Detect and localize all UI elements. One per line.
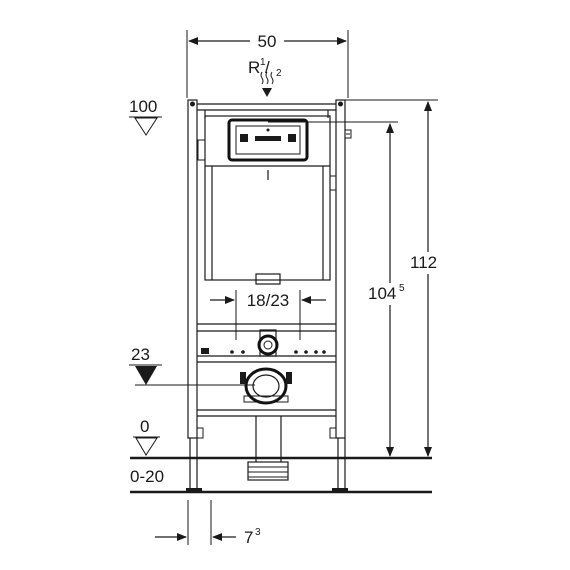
span-dimension: 18/23	[210, 290, 326, 340]
level-100-label: 100	[129, 97, 157, 116]
drain-pipe	[247, 416, 289, 481]
drain-connection	[240, 367, 292, 405]
thread-sup: 1	[260, 57, 266, 68]
mounting-rail	[197, 323, 336, 363]
thread-slash: /	[265, 58, 270, 77]
range-label: 0-20	[130, 467, 164, 486]
level-23-marker: 23	[129, 345, 255, 386]
height-104-sup: 5	[399, 283, 405, 294]
width-dimension: 50	[186, 30, 349, 98]
level-0-label: 0	[140, 417, 149, 436]
height-104-label: 104	[368, 284, 396, 303]
water-inlet-icon	[260, 71, 274, 97]
thread-main: R	[248, 58, 260, 77]
level-23-label: 23	[131, 345, 150, 364]
frame-bottom-rail	[196, 409, 337, 439]
thread-label: R 1 / 2	[248, 57, 282, 79]
cistern	[197, 115, 337, 285]
offset-dimension: 7 3	[155, 500, 261, 547]
frame-right-post	[335, 99, 346, 490]
height-104-dimension: 104 5	[366, 123, 410, 457]
height-112-dimension: 112	[410, 101, 444, 457]
offset-label: 7	[244, 528, 253, 547]
thread-sub: 2	[276, 68, 282, 79]
span-label: 18/23	[247, 291, 290, 310]
offset-sup: 3	[255, 527, 261, 538]
flush-plate	[227, 118, 309, 162]
level-0-marker: 0	[133, 417, 160, 456]
raw-floor	[130, 488, 432, 494]
height-112-label: 112	[410, 253, 437, 272]
level-100-marker: 100	[129, 97, 162, 136]
frame-left-post	[187, 99, 198, 490]
frame-clip	[344, 129, 352, 139]
width-label: 50	[258, 32, 277, 51]
